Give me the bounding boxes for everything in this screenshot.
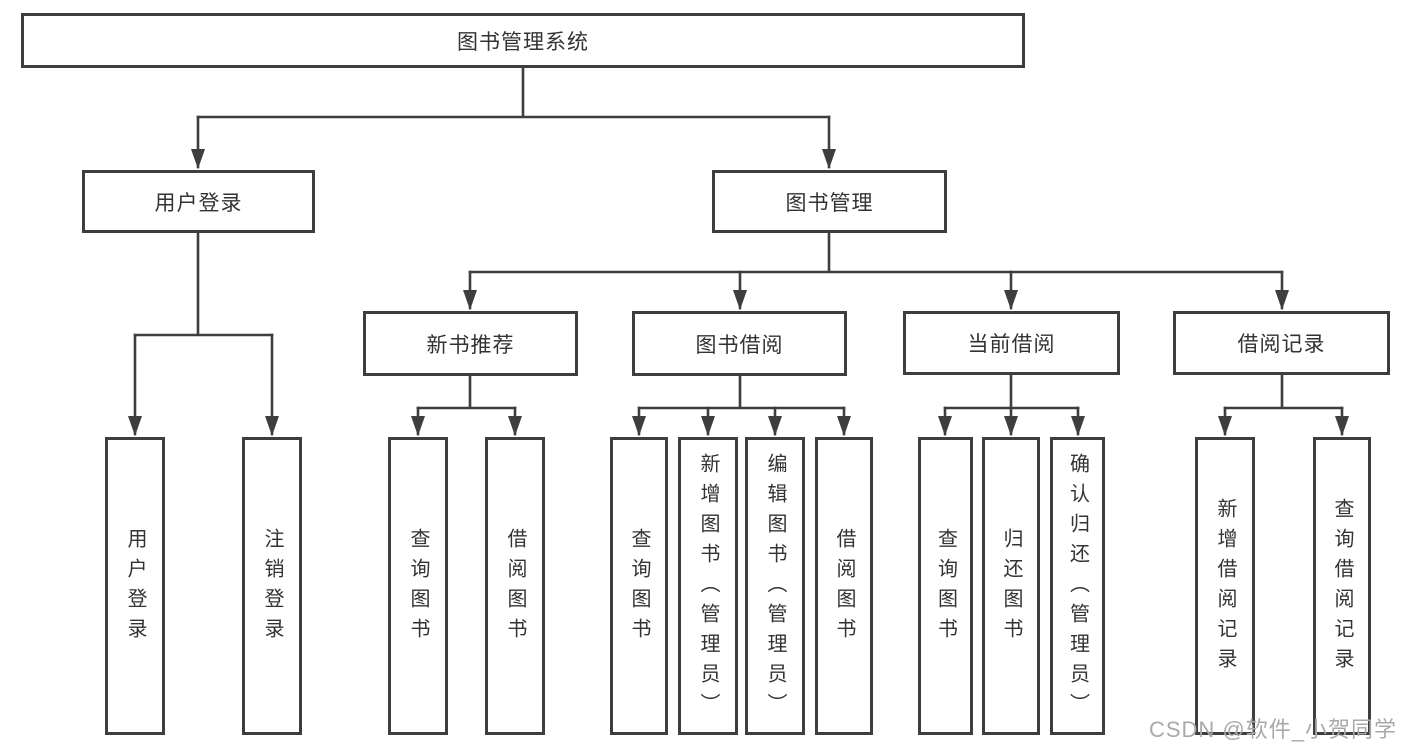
node-book-borrowing: 图书借阅 xyxy=(632,311,847,376)
leaf-user-login: 用户登录 xyxy=(105,437,165,735)
leaf-add-books-admin: 新增图书（管理员） xyxy=(678,437,738,735)
leaf-return-books: 归还图书 xyxy=(982,437,1040,735)
leaf-edit-books-admin: 编辑图书（管理员） xyxy=(745,437,805,735)
leaf-query-books-current: 查询图书 xyxy=(918,437,973,735)
leaf-query-books-recommend: 查询图书 xyxy=(388,437,448,735)
csdn-watermark: CSDN @软件_小贺同学 xyxy=(1148,717,1397,742)
node-library-management-system: 图书管理系统 xyxy=(21,13,1025,68)
node-current-borrowing: 当前借阅 xyxy=(903,311,1120,375)
node-user-login-branch: 用户登录 xyxy=(82,170,315,233)
leaf-query-books-borrowing: 查询图书 xyxy=(610,437,668,735)
leaf-borrow-books-recommend: 借阅图书 xyxy=(485,437,545,735)
node-borrowing-records: 借阅记录 xyxy=(1173,311,1390,375)
leaf-borrow-books-borrowing: 借阅图书 xyxy=(815,437,873,735)
leaf-add-borrow-record: 新增借阅记录 xyxy=(1195,437,1255,735)
leaf-logout: 注销登录 xyxy=(242,437,302,735)
leaf-confirm-return-admin: 确认归还（管理员） xyxy=(1050,437,1105,735)
leaf-query-borrow-record: 查询借阅记录 xyxy=(1313,437,1371,735)
node-book-management-branch: 图书管理 xyxy=(712,170,947,233)
node-new-book-recommendation: 新书推荐 xyxy=(363,311,578,376)
